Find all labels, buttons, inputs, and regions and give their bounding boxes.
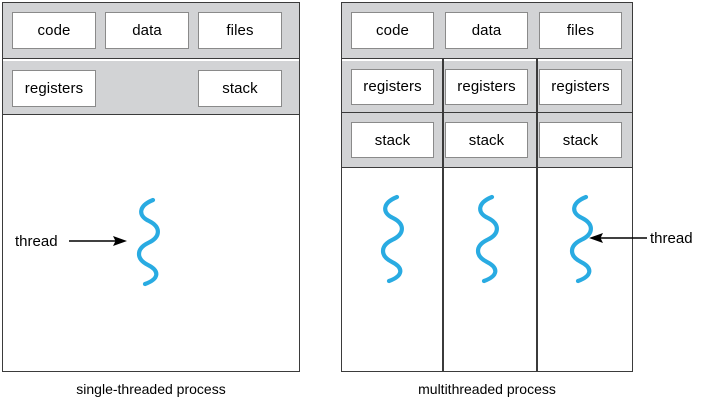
multi-registers-box-3: registers bbox=[539, 68, 622, 105]
multi-column-divider-2 bbox=[536, 59, 538, 372]
multithreaded-process-panel: code data files registers registers regi… bbox=[341, 2, 633, 372]
single-thread-resources-row: registers stack bbox=[3, 60, 299, 115]
multi-registers-row: registers registers registers bbox=[342, 60, 632, 113]
multi-thread-squiggle-2 bbox=[475, 194, 499, 284]
multi-shared-resources-row: code data files bbox=[342, 3, 632, 59]
single-code-label: code bbox=[37, 22, 71, 39]
multi-registers-label-2: registers bbox=[457, 78, 516, 95]
single-data-label: data bbox=[132, 22, 162, 39]
multi-files-box: files bbox=[539, 12, 622, 49]
multi-data-box: data bbox=[445, 12, 528, 49]
single-files-box: files bbox=[198, 12, 282, 49]
single-thread-area: thread bbox=[3, 114, 299, 370]
single-registers-box: registers bbox=[12, 69, 96, 107]
single-threaded-process-panel: code data files registers stack thread bbox=[2, 2, 300, 372]
multi-stack-label-2: stack bbox=[468, 131, 505, 149]
multi-stack-box-1: stack bbox=[351, 122, 434, 158]
single-code-box: code bbox=[12, 12, 96, 49]
single-files-label: files bbox=[226, 22, 254, 39]
single-shared-resources-row: code data files bbox=[3, 3, 299, 59]
multi-registers-label-1: registers bbox=[363, 78, 422, 95]
multi-column-divider-1 bbox=[442, 59, 444, 372]
multi-files-label: files bbox=[566, 22, 595, 39]
single-stack-label: stack bbox=[222, 79, 258, 97]
multi-stack-row: stack stack stack bbox=[342, 113, 632, 168]
single-threaded-caption: single-threaded process bbox=[76, 381, 226, 397]
multi-data-label: data bbox=[471, 22, 502, 39]
multi-stack-box-2: stack bbox=[445, 122, 528, 158]
single-stack-box: stack bbox=[198, 69, 282, 107]
multi-thread-squiggle-3 bbox=[569, 194, 593, 284]
single-thread-label: thread bbox=[15, 232, 58, 250]
multi-stack-label-3: stack bbox=[562, 131, 599, 149]
multi-stack-box-3: stack bbox=[539, 122, 622, 158]
multi-stack-label-1: stack bbox=[374, 131, 411, 149]
multi-thread-label: thread bbox=[650, 230, 693, 247]
multi-registers-label-3: registers bbox=[551, 78, 610, 95]
multi-code-label: code bbox=[376, 22, 409, 39]
single-data-box: data bbox=[105, 12, 189, 49]
single-thread-squiggle bbox=[136, 197, 160, 286]
multi-registers-box-2: registers bbox=[445, 68, 528, 105]
multi-registers-box-1: registers bbox=[351, 68, 434, 105]
multithreaded-caption: multithreaded process bbox=[418, 381, 556, 397]
single-registers-label: registers bbox=[24, 79, 84, 97]
multi-thread-squiggle-1 bbox=[380, 194, 404, 284]
single-thread-arrow-icon bbox=[69, 235, 127, 246]
multi-code-box: code bbox=[351, 12, 434, 49]
multi-thread-area bbox=[342, 168, 632, 370]
